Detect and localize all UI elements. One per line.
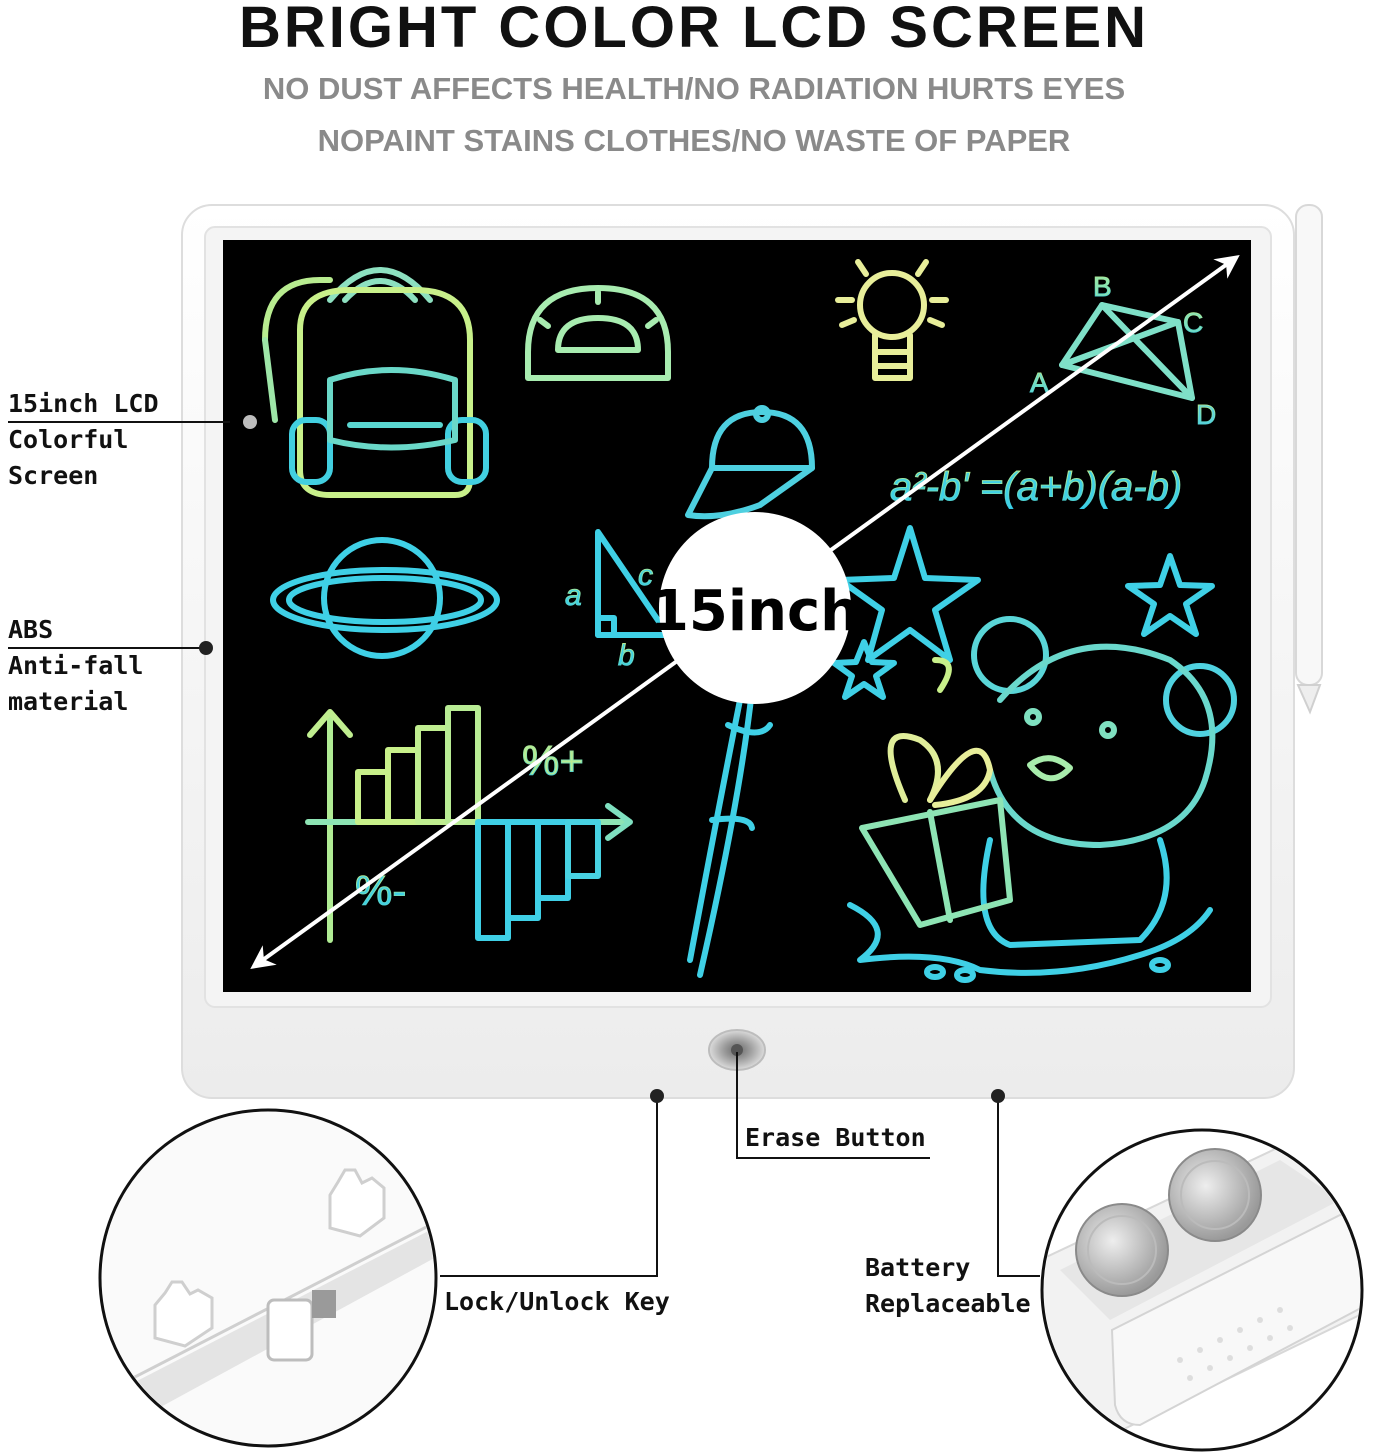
abs-callout-dot: [199, 641, 213, 655]
triangle-label-a: a: [565, 579, 582, 612]
coin-battery-2: [1168, 1148, 1262, 1242]
formula-text: a²-b' =(a+b)(a-b): [890, 465, 1182, 509]
lock-clip-tab-bottom: [153, 1280, 214, 1348]
callout-lines: [8, 421, 1040, 1277]
triangle-label-b: b: [618, 639, 635, 672]
coin-battery-1: [1075, 1203, 1169, 1297]
page-title: BRIGHT COLOR LCD SCREEN: [239, 0, 1149, 60]
size-badge-text: 15inch: [650, 579, 860, 644]
subtitle-line-1: NO DUST AFFECTS HEALTH/NO RADIATION HURT…: [262, 71, 1126, 106]
lock-unlock-label: Lock/Unlock Key: [444, 1287, 670, 1316]
battery-replaceable-label: Battery Replaceable: [865, 1253, 1031, 1318]
lcd-screen-label: 15inch LCD Colorful Screen: [8, 389, 159, 490]
lock-switch[interactable]: [266, 1298, 314, 1362]
lock-detail-circle: [98, 1108, 438, 1448]
kite-label-b: B: [1093, 271, 1112, 302]
battery-callout-dot: [991, 1089, 1005, 1103]
battery-detail-circle: [1040, 1128, 1364, 1452]
subtitle-line-2: NOPAINT STAINS CLOTHES/NO WASTE OF PAPER: [317, 123, 1071, 158]
abs-material-label: ABS Anti-fall material: [8, 615, 144, 716]
kite-label-d: D: [1196, 399, 1216, 430]
lock-callout-dot: [650, 1089, 664, 1103]
chart-symbol-top: %+: [522, 737, 584, 784]
kite-label-c: C: [1183, 307, 1203, 338]
size-badge-circle: [659, 512, 851, 704]
stylus-pen: [1295, 204, 1323, 715]
lcd-callout-dot: [243, 415, 257, 429]
lock-clip-tab-top: [328, 1168, 386, 1238]
erase-button-label: Erase Button: [745, 1123, 926, 1152]
